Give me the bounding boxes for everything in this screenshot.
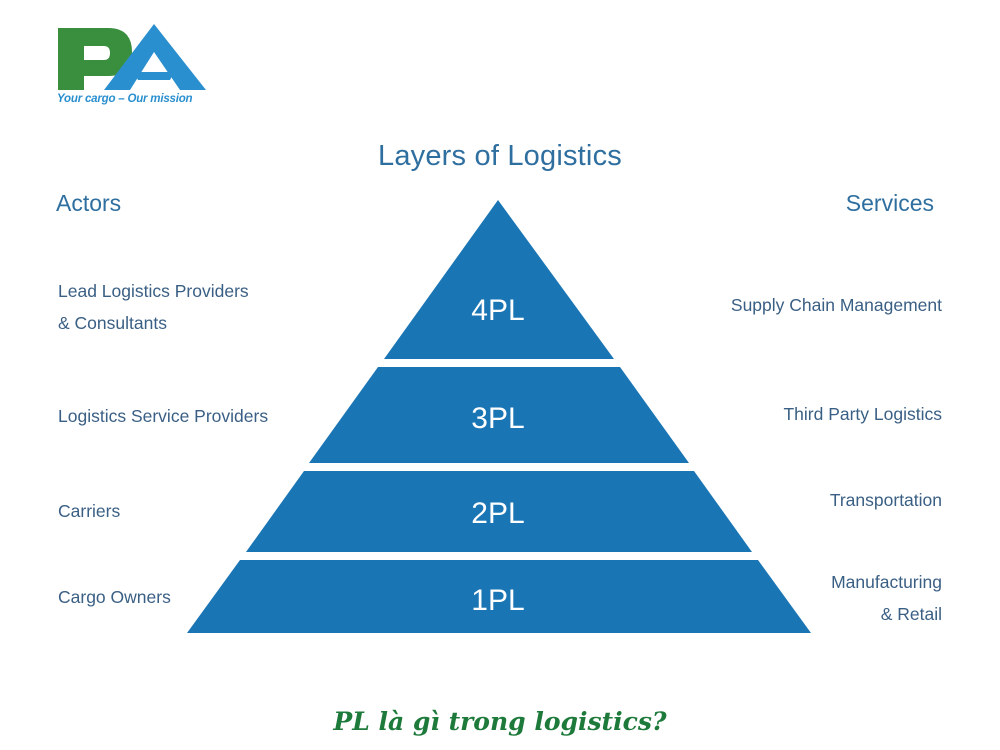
services-heading: Services: [845, 190, 934, 216]
layer-2pl-shape: [246, 471, 752, 552]
actors-heading: Actors: [56, 190, 122, 216]
actor-4pl-line-2: & Consultants: [58, 313, 167, 333]
service-3pl-line-1: Third Party Logistics: [783, 404, 942, 424]
layer-3pl-shape: [309, 367, 689, 463]
page-caption: PL là gì trong logistics?: [333, 707, 667, 736]
actor-1pl: Cargo Owners: [58, 581, 318, 613]
service-1pl-line-2: & Retail: [880, 604, 942, 624]
layer-1pl-shape: [187, 560, 811, 633]
service-1pl: Manufacturing & Retail: [682, 566, 942, 630]
layer-4pl-shape: [384, 200, 614, 359]
layer-4pl-label: 4PL: [471, 294, 524, 327]
company-logo: [56, 22, 208, 110]
actor-1pl-line-1: Cargo Owners: [58, 587, 171, 607]
actor-3pl-line-1: Logistics Service Providers: [58, 406, 269, 426]
layer-1pl-label: 1PL: [471, 584, 524, 617]
service-1pl-line-1: Manufacturing: [831, 572, 942, 592]
service-4pl: Supply Chain Management: [682, 289, 942, 321]
service-4pl-line-1: Supply Chain Management: [730, 295, 942, 315]
service-3pl: Third Party Logistics: [682, 398, 942, 430]
layer-2pl-label: 2PL: [471, 497, 524, 530]
actor-2pl-line-1: Carriers: [58, 501, 121, 521]
service-2pl-line-1: Transportation: [829, 490, 942, 510]
diagram-title: Layers of Logistics: [378, 140, 622, 172]
actor-4pl-line-1: Lead Logistics Providers: [58, 281, 249, 301]
service-2pl: Transportation: [682, 484, 942, 516]
actor-4pl: Lead Logistics Providers & Consultants: [58, 275, 318, 339]
logo-tagline: Your cargo – Our mission: [57, 93, 193, 105]
actor-3pl: Logistics Service Providers: [58, 400, 318, 432]
actor-2pl: Carriers: [58, 495, 318, 527]
layer-3pl-label: 3PL: [471, 402, 524, 435]
